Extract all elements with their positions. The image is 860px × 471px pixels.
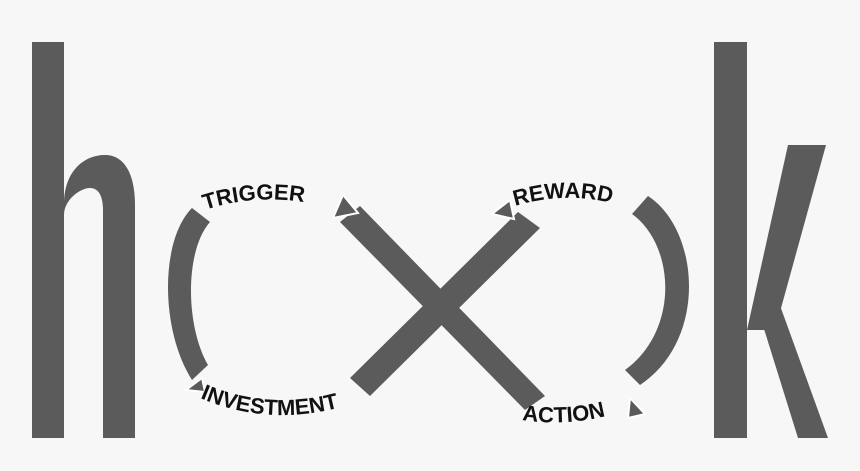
- loop-right-arc: [625, 196, 689, 385]
- letter-h-stem: [32, 42, 64, 438]
- triangle-arrow-icon: [183, 376, 207, 394]
- loop-cross-up: [350, 212, 540, 396]
- letter-k-stem: [714, 42, 747, 438]
- triangle-arrow-icon: [489, 198, 516, 221]
- trigger-label: TRIGGER: [199, 179, 306, 214]
- letter-h: [32, 42, 135, 438]
- infinity-loop: TRIGGER REWARD INVESTMENT ACTION: [168, 178, 689, 428]
- reward-label: REWARD: [510, 178, 615, 211]
- triangle-arrow-icon: [626, 395, 647, 420]
- investment-label: INVESTMENT: [198, 380, 340, 421]
- loop-left-arc: [168, 208, 210, 380]
- letter-h-arch: [64, 155, 135, 438]
- letter-k-leg: [755, 300, 828, 438]
- letter-k: [714, 42, 828, 438]
- letter-k-arm: [747, 145, 826, 330]
- triangle-arrow-icon: [331, 193, 360, 220]
